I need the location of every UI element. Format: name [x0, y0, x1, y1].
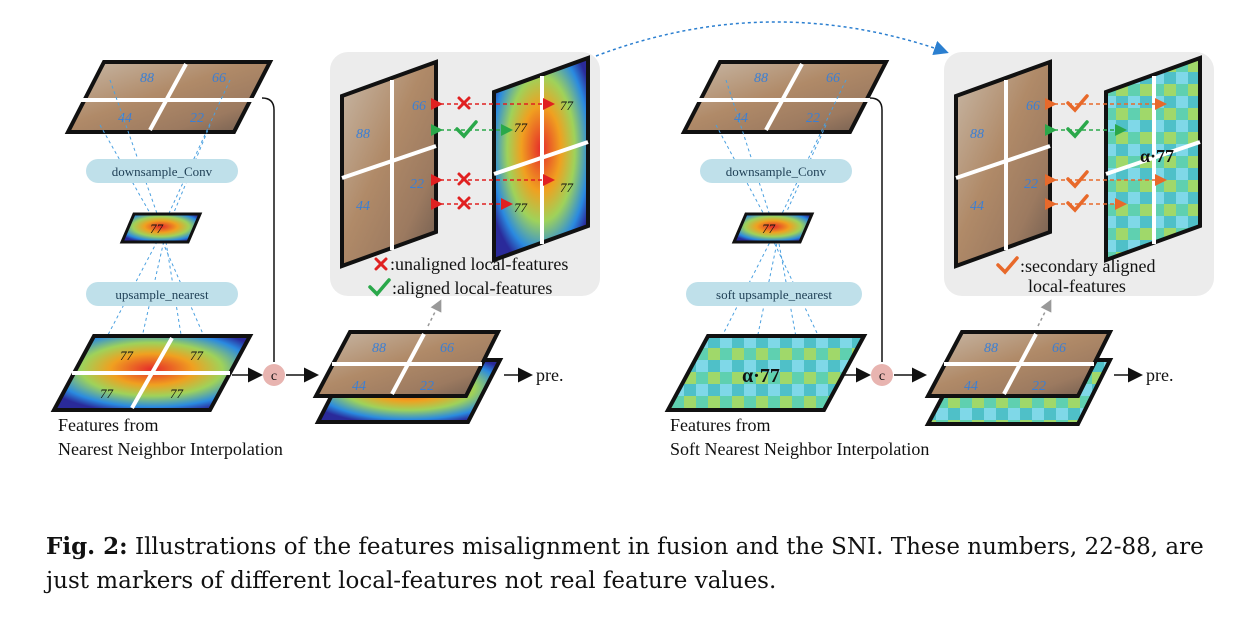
- svg-text:88: 88: [754, 71, 768, 86]
- right-features-label-1: Features from: [670, 415, 770, 435]
- right-features-label-2: Soft Nearest Neighbor Interpolation: [670, 439, 929, 459]
- left-features-label-1: Features from: [58, 415, 158, 435]
- svg-text:88: 88: [356, 127, 370, 142]
- svg-text:22: 22: [190, 111, 204, 126]
- cross-arc-arrow: [595, 21, 949, 57]
- svg-text:22: 22: [1024, 177, 1038, 192]
- right-panel-soft-slab: α·77: [1104, 55, 1202, 263]
- svg-text:77: 77: [560, 98, 574, 113]
- svg-text:44: 44: [734, 111, 748, 126]
- right-green-check-icon: [1066, 120, 1089, 139]
- left-features-label-2: Nearest Neighbor Interpolation: [58, 439, 283, 459]
- left-concat-symbol: c: [271, 369, 277, 384]
- left-output-label: pre.: [536, 365, 563, 385]
- right-small-heatmap: 77: [731, 212, 815, 244]
- svg-text:22: 22: [806, 111, 820, 126]
- left-legend-aligned: :aligned local-features: [392, 278, 552, 298]
- left-top-feature-map: 88 66 44 22: [64, 60, 274, 134]
- svg-text:88: 88: [984, 341, 998, 356]
- right-panel-dog-slab: 66 88 22 44: [954, 59, 1052, 269]
- svg-text:77: 77: [560, 180, 574, 195]
- left-upsample-label: upsample_nearest: [115, 287, 209, 302]
- svg-text:44: 44: [964, 379, 978, 394]
- svg-text:66: 66: [1026, 99, 1040, 114]
- right-panel-links: [1045, 98, 1167, 210]
- orange-check-icon: [1066, 94, 1089, 213]
- right-concat-node: [871, 364, 893, 386]
- svg-text:77: 77: [100, 386, 114, 401]
- svg-text:22: 22: [420, 379, 434, 394]
- right-panel-soft-marker: α·77: [1140, 146, 1174, 166]
- right-diagram: 88 66 44 22 downsample_Conv 77 soft upsa…: [664, 52, 1214, 459]
- left-legend-cross-icon: [374, 257, 388, 271]
- svg-text:44: 44: [352, 379, 366, 394]
- figure-caption: Fig. 2: Illustrations of the features mi…: [46, 530, 1216, 598]
- svg-text:22: 22: [1032, 379, 1046, 394]
- svg-text:77: 77: [762, 221, 776, 236]
- right-top-feature-map: 88 66 44 22: [680, 60, 890, 134]
- svg-text:66: 66: [1052, 341, 1066, 356]
- svg-text:66: 66: [212, 71, 226, 86]
- left-upsample-pill: [86, 282, 238, 306]
- left-panel-links: [431, 98, 555, 210]
- right-fused-stack: 88 66 44 22: [924, 330, 1114, 426]
- left-downsample-label: downsample_Conv: [112, 164, 213, 179]
- right-zoom-arrow: [1037, 299, 1052, 327]
- right-downsample-pill: [700, 159, 852, 183]
- diagram-canvas: 88 66 44 22 downsample_Conv 77 upsample_…: [50, 21, 1214, 459]
- left-zoom-arrow: [427, 299, 442, 327]
- right-skip-connection: [869, 97, 883, 362]
- caption-label: Fig. 2:: [46, 533, 128, 560]
- svg-text:44: 44: [970, 199, 984, 214]
- svg-text:44: 44: [118, 111, 132, 126]
- left-legend-unaligned: :unaligned local-features: [390, 254, 568, 274]
- caption-text: Illustrations of the features misalignme…: [46, 534, 1204, 594]
- right-legend-secondary-2: local-features: [1028, 276, 1126, 296]
- svg-text:77: 77: [514, 200, 528, 215]
- right-downsample-label: downsample_Conv: [726, 164, 827, 179]
- svg-text:22: 22: [410, 177, 424, 192]
- left-fused-stack: 88 66 44 22: [312, 330, 504, 424]
- green-check-icon: [455, 120, 478, 139]
- svg-text:44: 44: [356, 199, 370, 214]
- svg-text:77: 77: [514, 120, 528, 135]
- right-output-label: pre.: [1146, 365, 1173, 385]
- right-legend-secondary-1: :secondary aligned: [1020, 256, 1155, 276]
- left-diagram: 88 66 44 22 downsample_Conv 77 upsample_…: [50, 52, 600, 459]
- svg-text:66: 66: [440, 341, 454, 356]
- left-panel-dog-slab: 66 88 22 44: [340, 59, 438, 269]
- right-upsample-pill: [686, 282, 862, 306]
- left-panel-heat-slab: 77 77 77 77: [492, 55, 590, 263]
- left-skip-connection: [261, 97, 275, 362]
- svg-text:88: 88: [372, 341, 386, 356]
- svg-text:77: 77: [190, 348, 204, 363]
- svg-text:88: 88: [140, 71, 154, 86]
- right-legend-check-icon: [996, 256, 1019, 275]
- svg-text:77: 77: [170, 386, 184, 401]
- right-concat-symbol: c: [879, 369, 885, 384]
- left-concat-node: [263, 364, 285, 386]
- left-small-heatmap: 77: [119, 212, 203, 244]
- svg-text:77: 77: [150, 221, 164, 236]
- svg-text:66: 66: [412, 99, 426, 114]
- svg-text:66: 66: [826, 71, 840, 86]
- red-cross-icon: [457, 96, 471, 210]
- right-upsample-label: soft upsample_nearest: [716, 287, 832, 302]
- svg-text:88: 88: [970, 127, 984, 142]
- left-legend-check-icon: [368, 278, 391, 297]
- right-bottom-soft-map: α·77: [664, 334, 868, 412]
- left-downsample-pill: [86, 159, 238, 183]
- left-bottom-heatmap: 77 77 77 77: [50, 334, 254, 412]
- svg-text:77: 77: [120, 348, 134, 363]
- right-soft-marker: α·77: [742, 365, 780, 387]
